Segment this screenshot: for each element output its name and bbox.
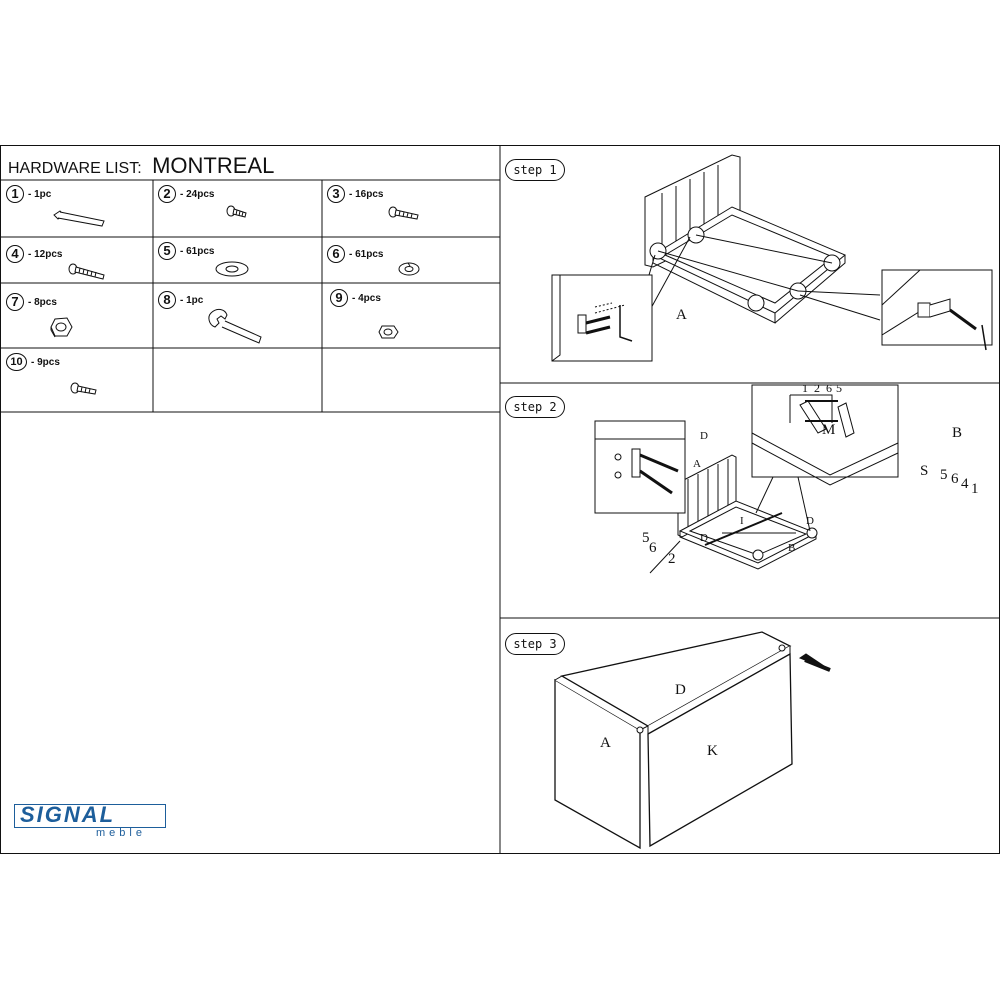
step-2-label: step 2: [505, 396, 565, 418]
logo-brand-sub: meble: [96, 827, 146, 839]
item-number: 9: [330, 289, 348, 307]
hardware-item-5: 5 - 61pcs: [158, 242, 214, 260]
wrench-icon: [208, 308, 262, 344]
logo-brand-name: SIGNAL: [20, 802, 116, 827]
item-number: 2: [158, 185, 176, 203]
step-1-right-num: 5: [940, 467, 948, 483]
medium-screw-icon: [388, 206, 419, 220]
hardware-list-label: HARDWARE LIST:: [8, 160, 142, 177]
step-2-top-num: 1: [802, 381, 808, 395]
hardware-item-8: 8 - 1pc: [158, 291, 203, 309]
item-qty: - 1pc: [180, 294, 204, 306]
hardware-item-1: 1 - 1pc: [6, 185, 51, 203]
item-number: 5: [158, 242, 176, 260]
allen-key-icon: [53, 210, 105, 227]
hardware-list-title: HARDWARE LIST: MONTREAL: [8, 153, 274, 179]
flat-washer-icon: [215, 261, 249, 277]
item-qty: - 1pc: [28, 188, 52, 200]
step-2-top-num: 2: [814, 381, 820, 395]
item-number: 1: [6, 185, 24, 203]
product-name: MONTREAL: [152, 153, 275, 178]
short-screw-icon: [226, 205, 247, 218]
item-qty: - 61pcs: [180, 245, 215, 257]
hex-nut-icon: [50, 317, 73, 338]
item-qty: - 61pcs: [349, 248, 384, 260]
step-2-part-m: M: [822, 422, 836, 438]
step-1-detail-part-b: B: [952, 425, 963, 441]
hardware-item-3: 3 - 16pcs: [327, 185, 383, 203]
step-2-part-i: I: [740, 515, 744, 527]
item-qty: - 16pcs: [349, 188, 384, 200]
step-2-part-d-2: D: [806, 515, 814, 527]
item-number: 7: [6, 293, 24, 311]
item-number: 10: [6, 353, 27, 371]
step-1-right-num: 1: [971, 481, 979, 497]
hardware-item-10: 10 - 9pcs: [6, 353, 60, 371]
step-1-part-a: A: [676, 307, 687, 323]
step-2-left-num: 6: [649, 540, 657, 556]
step-2-top-num: 5: [836, 381, 842, 395]
step-3-label: step 3: [505, 633, 565, 655]
step-2-top-num: 6: [826, 381, 832, 395]
item-qty: - 12pcs: [28, 248, 63, 260]
long-screw-icon: [68, 263, 105, 280]
step-2-part-a: A: [693, 458, 701, 470]
hardware-item-4: 4 - 12pcs: [6, 245, 62, 263]
hardware-item-2: 2 - 24pcs: [158, 185, 214, 203]
step-2-left-num: 5: [642, 530, 650, 546]
logo-frame: [14, 804, 166, 828]
item-qty: - 4pcs: [352, 292, 381, 304]
step-2-part-b: B: [788, 542, 796, 554]
step-3-diagram: [554, 631, 831, 850]
assembly-sheet: HARDWARE LIST: MONTREAL 1 - 1pc 2 - 24pc…: [0, 145, 1000, 855]
spring-washer-icon: [398, 262, 420, 276]
hardware-item-7: 7 - 8pcs: [6, 293, 57, 311]
item-number: 8: [158, 291, 176, 309]
signal-meble-logo: SIGNAL meble: [14, 800, 166, 840]
item-number: 3: [327, 185, 345, 203]
item-qty: - 9pcs: [31, 356, 60, 368]
step-1-right-num: 4: [961, 476, 969, 492]
step-2-diagram: [594, 384, 899, 574]
item-qty: - 8pcs: [28, 296, 57, 308]
step-1-diagram: [551, 154, 993, 362]
hardware-item-9: 9 - 4pcs: [330, 289, 381, 307]
hardware-item-6: 6 - 61pcs: [327, 245, 383, 263]
step-3-part-k: K: [707, 743, 718, 759]
item-number: 4: [6, 245, 24, 263]
item-qty: - 24pcs: [180, 188, 215, 200]
sheet-frame: [0, 145, 1000, 854]
step-3-part-d: D: [675, 682, 686, 698]
step-1-label: step 1: [505, 159, 565, 181]
step-2-left-num: 2: [668, 551, 676, 567]
small-nut-icon: [378, 325, 399, 339]
step-3-part-a: A: [600, 735, 611, 751]
item-number: 6: [327, 245, 345, 263]
step-1-part-d-2: D: [700, 430, 708, 442]
step-1-detail-part-s: S: [920, 463, 929, 479]
step-1-right-num: 6: [951, 471, 959, 487]
screw-icon: [70, 382, 97, 395]
step-2-part-d: D: [700, 532, 708, 544]
